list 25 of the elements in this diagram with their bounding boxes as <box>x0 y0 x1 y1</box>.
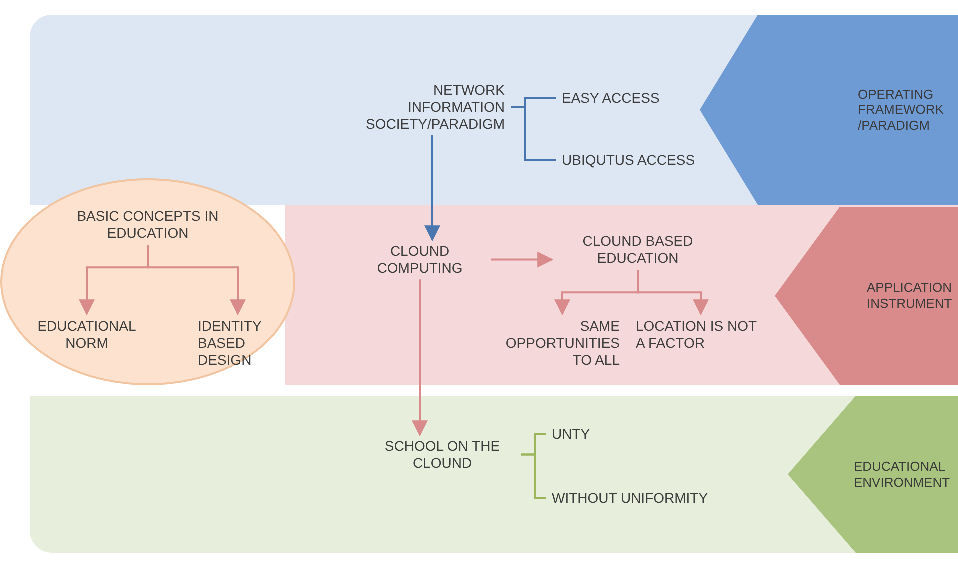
arrow <box>147 246 246 316</box>
concept-label: LOCATION IS NOT A FACTOR <box>636 318 766 352</box>
horizontal-band <box>30 15 958 205</box>
chevron-label: OPERATING FRAMEWORK /PARADIGM <box>700 15 958 205</box>
concept-label: IDENTITY BASED DESIGN <box>198 318 278 368</box>
arrow <box>424 135 440 242</box>
horizontal-band <box>30 396 958 553</box>
concept-label: EDUCATIONAL NORM <box>28 318 146 352</box>
arrow <box>491 252 554 268</box>
bracket-line <box>521 454 546 500</box>
concept-label: CLOUND COMPUTING <box>355 243 485 277</box>
bracket-line <box>511 106 556 162</box>
arrow <box>412 280 428 437</box>
concept-label: CLOUND BASED EDUCATION <box>558 233 718 267</box>
arrow <box>637 270 709 316</box>
concept-label: WITHOUT UNIFORMITY <box>552 490 752 507</box>
concept-label: SAME OPPORTUNITIES TO ALL <box>505 318 620 368</box>
chevron-label: APPLICATION INSTRUMENT <box>775 207 958 385</box>
concept-ellipse <box>0 178 296 386</box>
concept-label: UNTY <box>552 426 652 443</box>
chevron-label: EDUCATIONAL ENVIRONMENT <box>788 396 958 553</box>
concept-label: BASIC CONCEPTS IN EDUCATION <box>68 208 228 242</box>
concept-label: SCHOOL ON THE CLOUND <box>370 438 515 472</box>
horizontal-band <box>285 205 958 385</box>
concept-label: NETWORK INFORMATION SOCIETY/PARADIGM <box>360 82 505 132</box>
